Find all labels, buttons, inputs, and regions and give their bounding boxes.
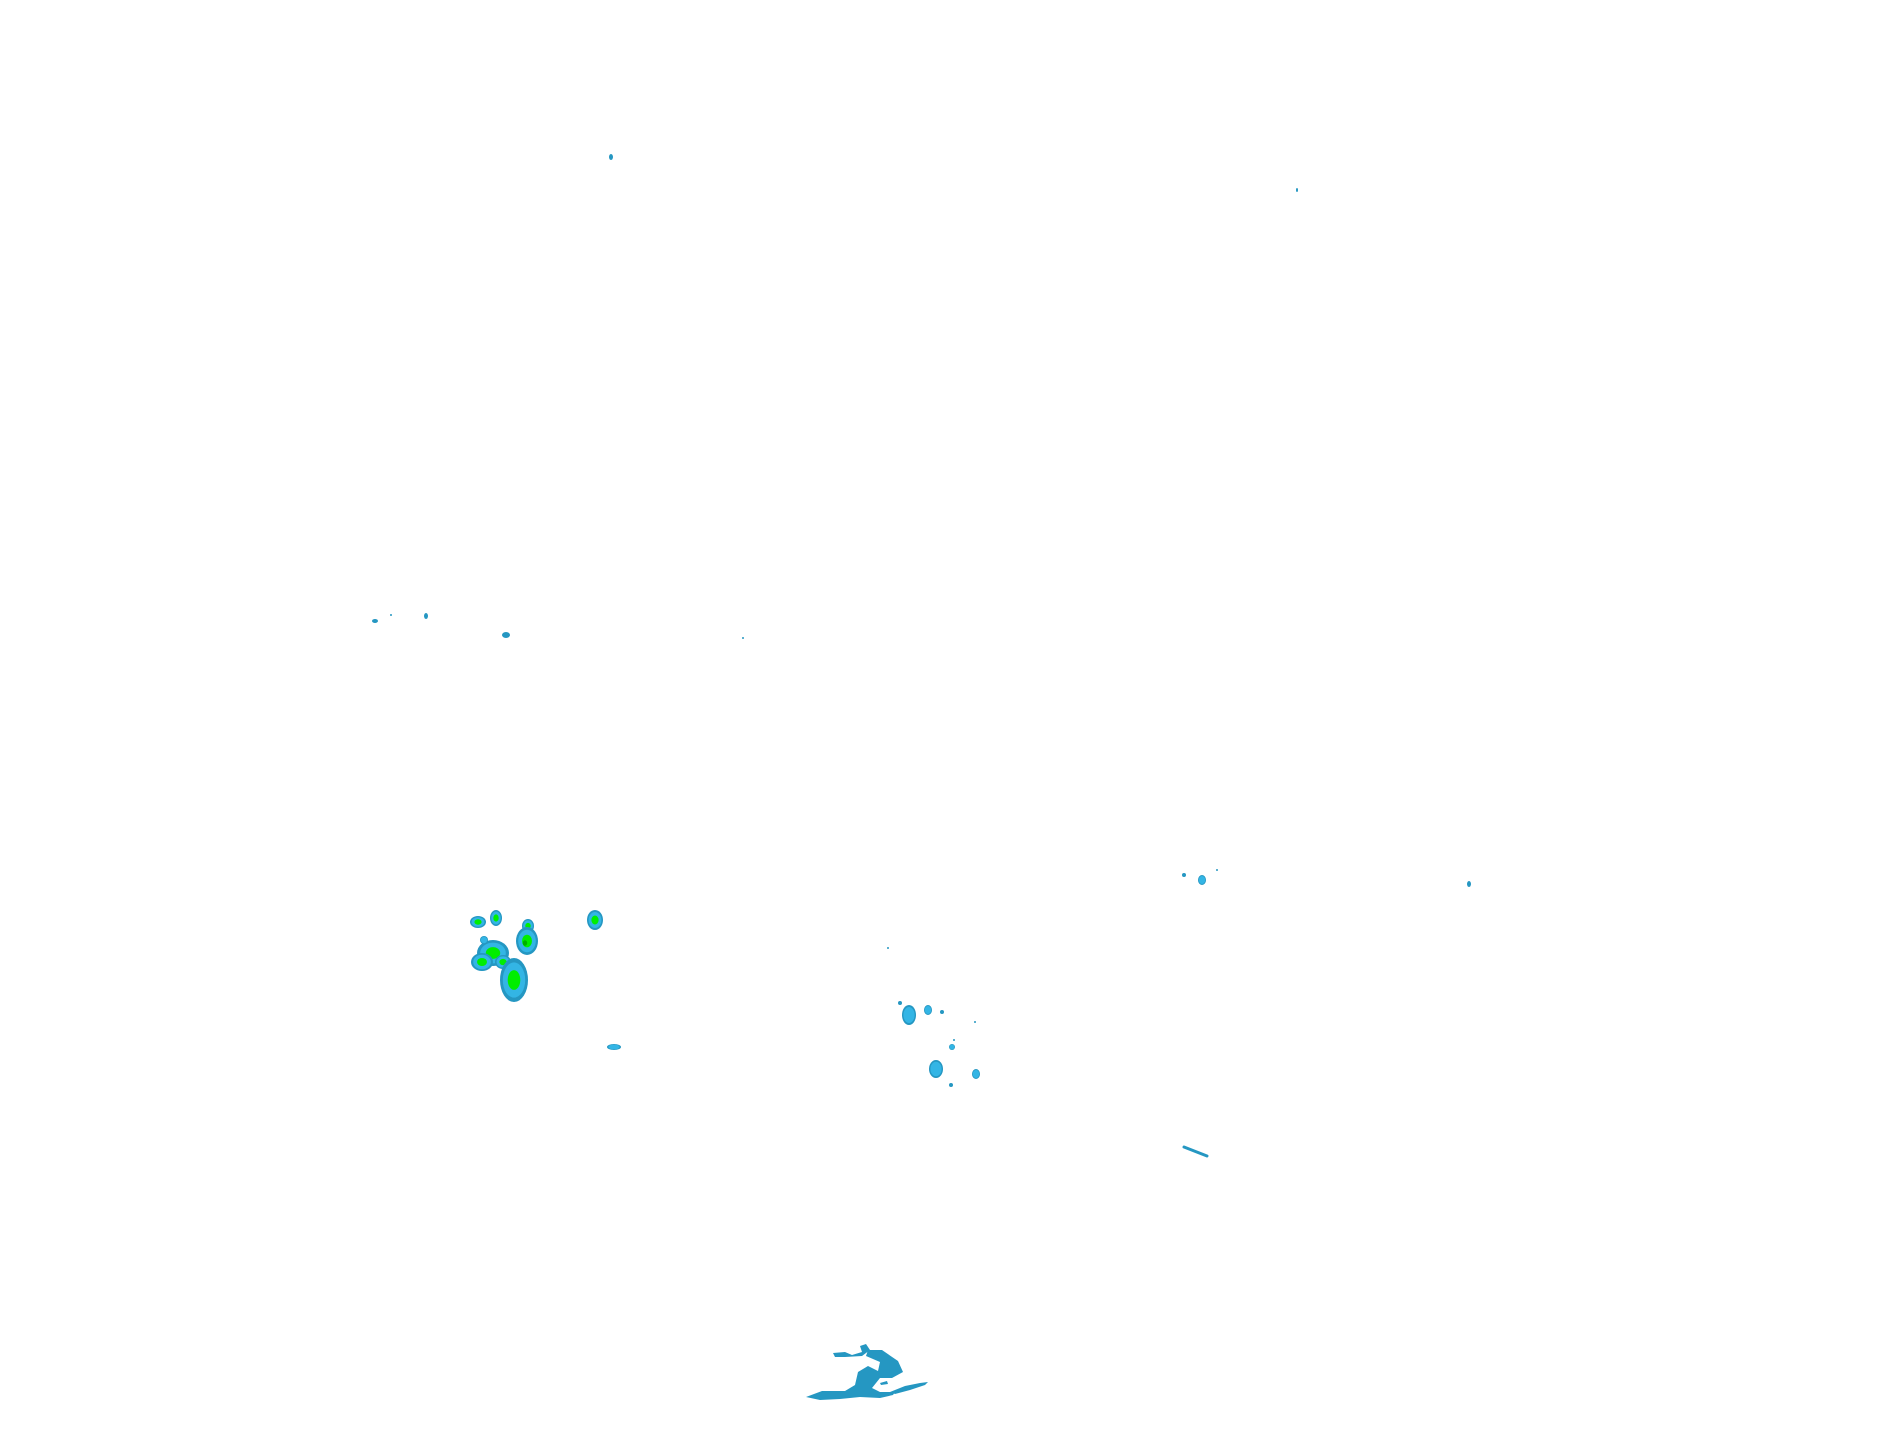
precipitation-cell [424, 613, 428, 619]
precipitation-moderate [477, 957, 487, 967]
precipitation-moderate [591, 915, 599, 925]
precipitation-cell [372, 619, 378, 623]
precipitation-moderate [474, 919, 482, 925]
precipitation-cell [890, 1382, 928, 1394]
precipitation-cell [880, 1381, 888, 1385]
precipitation-band [1182, 1145, 1209, 1158]
precipitation-cell [887, 947, 889, 949]
precipitation-light [903, 1007, 915, 1023]
precipitation-light [608, 1044, 620, 1050]
precipitation-cell [742, 637, 744, 639]
precipitation-heavy [522, 940, 528, 946]
precipitation-cell [833, 1344, 870, 1357]
precipitation-light [924, 1006, 932, 1014]
precipitation-cell [940, 1010, 944, 1014]
precipitation-light [480, 936, 488, 944]
precipitation-cell [974, 1021, 976, 1023]
precipitation-moderate [507, 970, 521, 990]
precipitation-cell [1467, 881, 1471, 887]
precipitation-light [930, 1061, 942, 1077]
precipitation-cell [390, 614, 392, 616]
precipitation-cell [883, 1354, 886, 1358]
precipitation-light [949, 1044, 955, 1050]
precipitation-cell [609, 154, 613, 160]
precipitation-cell [1182, 873, 1186, 877]
precipitation-cell [806, 1350, 903, 1400]
precipitation-cell [502, 632, 510, 638]
precipitation-cell [1296, 188, 1298, 192]
precipitation-moderate [493, 914, 499, 922]
precipitation-light [972, 1070, 980, 1078]
precipitation-cell [949, 1083, 953, 1087]
precipitation-cell [1216, 869, 1218, 871]
precipitation-cell [898, 1001, 902, 1005]
precipitation-cell [889, 1359, 892, 1361]
precipitation-cell [953, 1039, 955, 1041]
precipitation-light [1198, 876, 1206, 884]
